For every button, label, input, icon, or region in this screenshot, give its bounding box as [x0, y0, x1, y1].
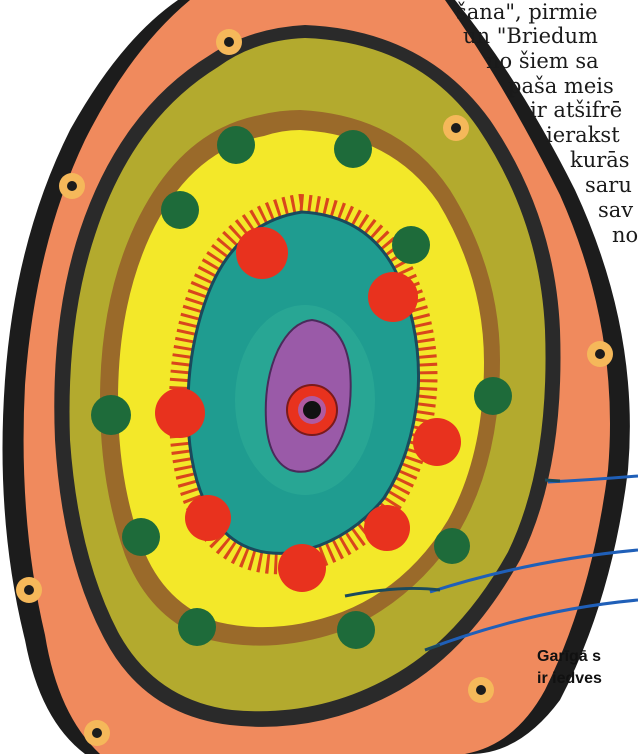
body-text-line: šana", pirmie: [456, 0, 598, 24]
caption-line: ir iedves: [537, 669, 602, 689]
red-dot: [155, 388, 205, 438]
red-dot: [413, 418, 461, 466]
body-text-line: ir atšifrē: [530, 98, 622, 122]
red-dot: [278, 544, 326, 592]
outer-dot: [468, 677, 494, 703]
green-dot: [434, 528, 470, 564]
body-text-line: no šiem sa: [486, 49, 599, 73]
green-dot: [392, 226, 430, 264]
green-dot: [178, 608, 216, 646]
outer-dot: [587, 341, 613, 367]
outer-dot: [443, 115, 469, 141]
green-dot: [122, 518, 160, 556]
red-dot: [185, 495, 231, 541]
center-dot: [303, 401, 321, 419]
red-dot: [368, 272, 418, 322]
body-text-line: kurās: [570, 148, 630, 172]
body-text-line: sav: [598, 198, 633, 222]
outer-dot: [216, 29, 242, 55]
green-dot: [217, 126, 255, 164]
green-dot: [474, 377, 512, 415]
green-dot: [91, 395, 131, 435]
green-dot: [161, 191, 199, 229]
outer-dot: [16, 577, 42, 603]
body-text-line: saru: [585, 173, 632, 197]
caption-line: Garīgā s: [537, 647, 601, 667]
body-text-line: un "Briedum: [463, 24, 598, 48]
outer-dot: [59, 173, 85, 199]
red-dot: [364, 505, 410, 551]
body-text-line: no: [612, 223, 638, 247]
red-dot: [236, 227, 288, 279]
green-dot: [334, 130, 372, 168]
body-text-line: paša meis: [508, 74, 614, 98]
body-text-line: ierakst: [546, 123, 620, 147]
outer-dot: [84, 720, 110, 746]
green-dot: [337, 611, 375, 649]
